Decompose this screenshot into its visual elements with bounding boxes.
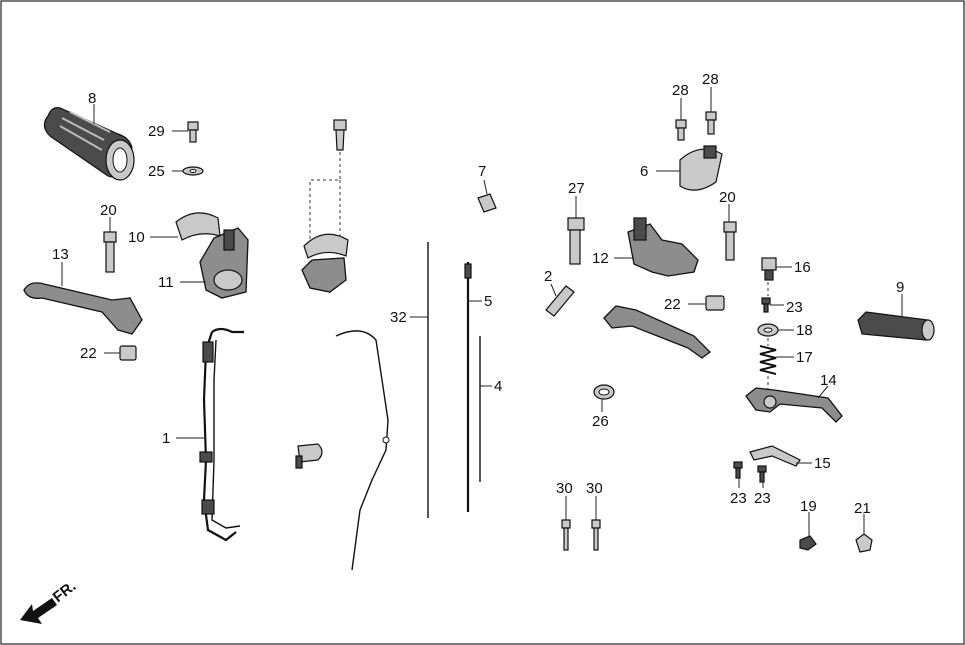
screw-part-28-right [705,111,717,135]
nut-part-22-right [705,295,725,311]
throttle-grip-part [43,107,135,181]
callout-23-bottom-right: 23 [754,490,771,507]
front-direction-arrow-icon [20,598,57,624]
nut-part-19 [799,535,817,551]
callout-21: 21 [854,500,871,517]
callout-19: 19 [800,498,817,515]
master-cylinder-part-12 [627,217,699,277]
callout-6: 6 [640,163,648,180]
nut-part-22-left [119,345,137,361]
callout-5: 5 [484,293,492,310]
cable-clip-part [295,443,323,469]
washer-part-18 [757,323,779,337]
washer-part-25 [182,166,204,176]
reservoir-cap-part-6 [679,145,723,191]
callout-28-left: 28 [672,82,689,99]
switch-part-16 [761,257,777,281]
callout-8: 8 [88,90,96,107]
callout-9: 9 [896,279,904,296]
clutch-lever-part-13 [23,282,143,335]
callout-7: 7 [478,163,486,180]
screw-part-28-left [675,119,687,141]
callout-18: 18 [796,322,813,339]
callout-20-left: 20 [100,202,117,219]
brake-lever-part-14 [745,387,843,423]
callout-14: 14 [820,372,837,389]
screw-part-23-bottom-left [733,461,743,479]
throttle-cable-part-1 [199,327,244,542]
callout-17: 17 [796,349,813,366]
screw-part-23-top [761,297,771,313]
screw-part-center [333,119,347,151]
callout-22-left: 22 [80,345,97,362]
bolt-part-30-left [561,519,571,551]
callout-32: 32 [390,309,407,326]
callout-4: 4 [494,378,502,395]
clamp-cap-part-10 [175,212,221,241]
callout-12: 12 [592,250,609,267]
grip-part-9 [857,311,935,341]
callout-11: 11 [158,274,174,291]
spring-part-17 [759,345,777,375]
callout-26: 26 [592,413,609,430]
callout-1: 1 [162,430,170,447]
callout-22-right: 22 [664,296,681,313]
callout-2: 2 [544,268,552,285]
callout-23-top: 23 [786,299,803,316]
bolt-part-27 [567,217,585,265]
assembly-guide-lines [309,152,341,240]
bolt-part-20-left [103,231,117,273]
pin-part-2 [545,285,575,317]
brake-lever-part-front [603,305,711,359]
hot-start-cable-part [335,330,390,571]
callout-23-bottom-left: 23 [730,490,747,507]
clamp-assembly-center [301,233,349,293]
clip-part-26 [593,384,615,400]
bushing-part-7 [477,193,497,213]
callout-30-right: 30 [586,480,603,497]
callout-15: 15 [814,455,831,472]
callout-28-right: 28 [702,71,719,88]
cable-part-5 [464,262,472,512]
bolt-part-20-right [723,221,737,261]
callout-16: 16 [794,259,811,276]
throttle-housing-part-11 [199,227,249,299]
bolt-part-30-right [591,519,601,551]
callout-25: 25 [148,163,165,180]
callout-10: 10 [128,229,145,246]
screw-part-23-bottom-right [757,465,767,483]
callout-27: 27 [568,180,585,197]
callout-13: 13 [52,246,69,263]
callout-20-right: 20 [719,189,736,206]
nut-part-21 [855,533,873,553]
bracket-part-15 [749,445,801,467]
callout-30-left: 30 [556,480,573,497]
bolt-part-29 [187,121,199,143]
callout-29: 29 [148,123,165,140]
